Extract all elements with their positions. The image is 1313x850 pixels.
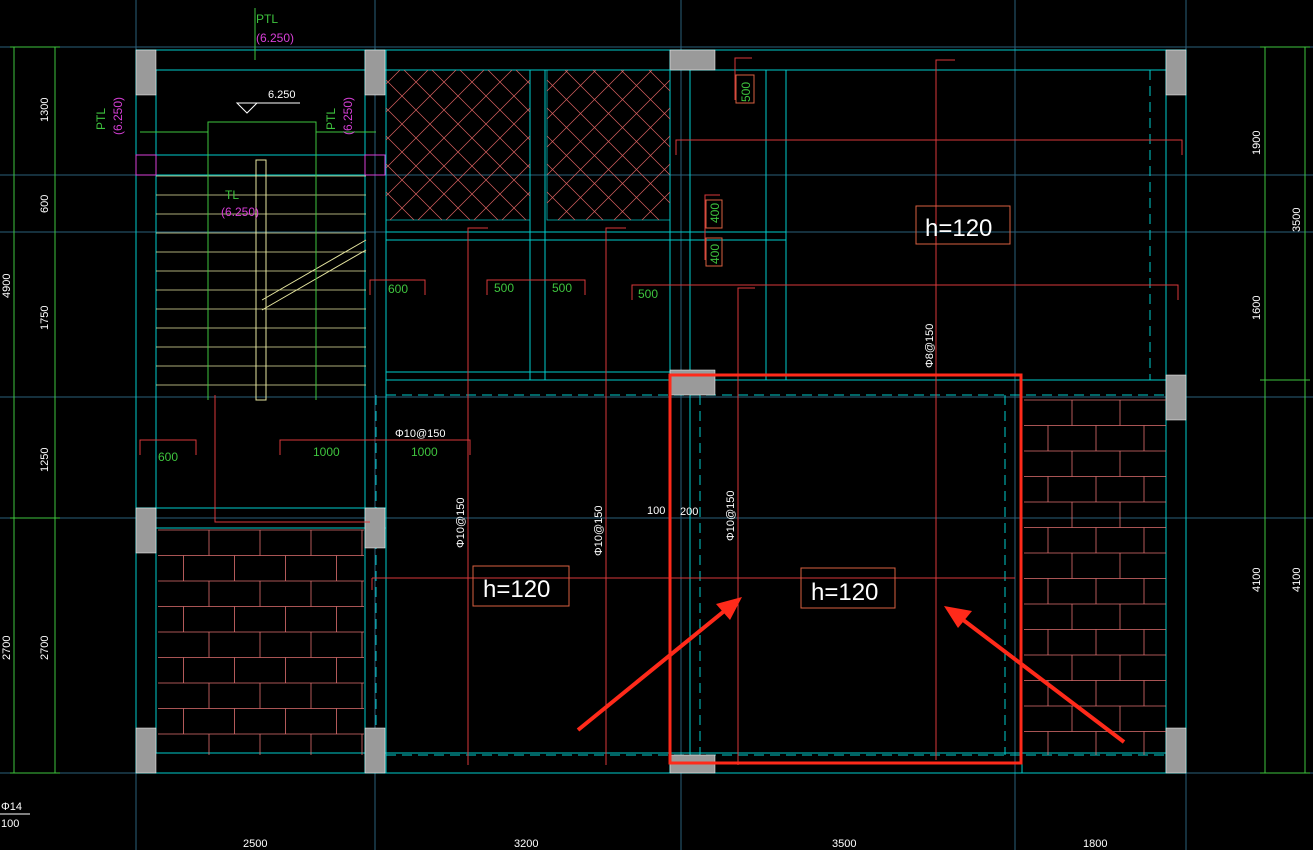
rebar-label-vertical-3: Φ10@150: [725, 490, 737, 541]
right-dim-outer-1: 3500: [1291, 208, 1303, 232]
stair-treads: [156, 175, 366, 386]
right-dim-outer-2: 4100: [1291, 568, 1303, 592]
opening-hatch: [385, 69, 671, 221]
right-dim-1: 1900: [1251, 131, 1263, 155]
slab-label-top-right: h=120: [925, 215, 992, 242]
dim-500-c: 500: [638, 287, 658, 301]
stair-rail: [255, 159, 367, 401]
dim-200: 200: [680, 506, 698, 518]
rebar-lines: [139, 57, 1183, 765]
left-dim-3: 1750: [39, 306, 51, 330]
left-dim-4: 1250: [39, 448, 51, 472]
ptl-elev-top: (6.250): [256, 31, 294, 45]
bottom-dim-4: 1800: [1083, 838, 1107, 850]
ptl-label-right: PTL: [324, 108, 338, 130]
tl-elev: (6.250): [221, 205, 259, 219]
dim-400-b: 400: [708, 244, 722, 264]
slab-label-boxes: [472, 74, 1011, 609]
rebar-label-vertical-2: Φ10@150: [593, 505, 605, 556]
dim-500-b: 500: [552, 281, 572, 295]
rebar-label-horizontal: Φ10@150: [395, 428, 446, 440]
left-dim-5: 2700: [39, 636, 51, 660]
highlight-annotation: [668, 373, 1023, 765]
dim-400-a: 400: [708, 203, 722, 223]
right-dim-2: 1600: [1251, 296, 1263, 320]
corner-label-bottom: 100: [1, 818, 19, 830]
dimension-lines: [10, 46, 1310, 774]
rebar-label-vertical-1: Φ10@150: [455, 497, 467, 548]
dim-1000-b: 1000: [411, 445, 438, 459]
rebar-label-vertical-4: Φ8@150: [924, 324, 936, 368]
bottom-dim-1: 2500: [243, 838, 267, 850]
ptl-elev-right: (6.250): [341, 97, 355, 135]
left-dim-2: 600: [39, 195, 51, 213]
dashed-beams: [375, 69, 1166, 756]
corner-label-top: Φ14: [1, 801, 22, 813]
arrow-left: [576, 597, 742, 732]
right-dim-3: 4100: [1251, 568, 1263, 592]
stair-outline-green: [140, 8, 376, 400]
left-dim-1: 1300: [39, 98, 51, 122]
ptl-label-left: PTL: [94, 108, 108, 130]
level-mark: 6.250: [268, 89, 296, 101]
slab-label-middle: h=120: [483, 576, 550, 603]
ptl-label-top: PTL: [256, 12, 278, 26]
dim-100: 100: [647, 505, 665, 517]
dim-500-vertical: 500: [739, 82, 753, 102]
left-dim-outer-2: 2700: [1, 636, 13, 660]
ptl-elev-left: (6.250): [111, 97, 125, 135]
slab-label-highlighted: h=120: [811, 579, 878, 606]
arrow-right: [944, 606, 1126, 744]
bottom-dim-3: 3500: [832, 838, 856, 850]
dim-500-a: 500: [494, 281, 514, 295]
column-stair-magenta: [135, 154, 386, 176]
dim-600-a: 600: [388, 282, 408, 296]
level-triangle-icon: [235, 102, 300, 114]
dim-600-b: 600: [158, 450, 178, 464]
left-dim-outer-1: 4900: [1, 274, 13, 298]
tl-label: TL: [225, 188, 239, 202]
brick-wall-left: [158, 529, 364, 755]
dim-1000-a: 1000: [313, 445, 340, 459]
bottom-dim-2: 3200: [514, 838, 538, 850]
brick-wall-right: [1024, 399, 1166, 755]
